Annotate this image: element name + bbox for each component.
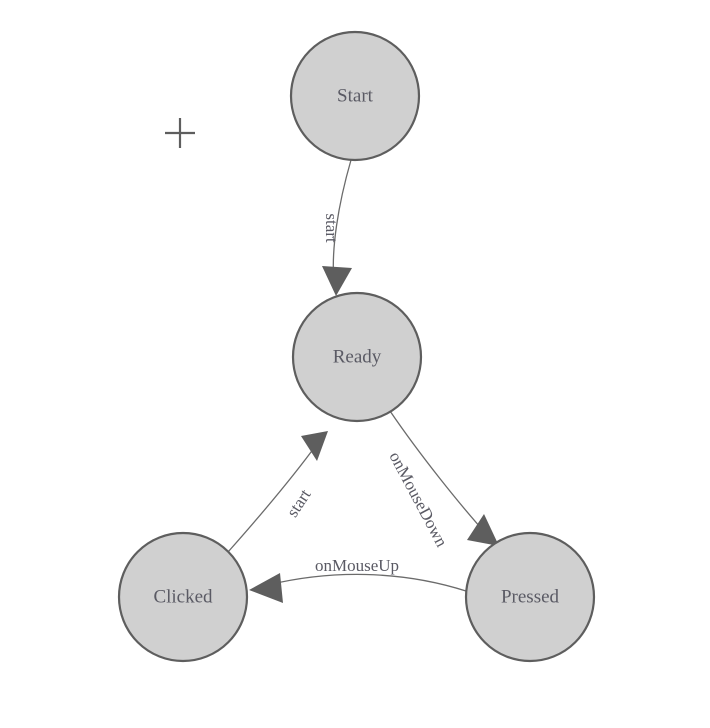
node-start[interactable]: Start [289, 30, 421, 162]
edge-path-pressed-to-clicked [267, 573, 467, 592]
edge-start-to-ready[interactable]: start [322, 159, 352, 296]
node-clicked[interactable]: Clicked [117, 531, 249, 663]
edge-arrowhead-ready-to-pressed [467, 514, 499, 546]
node-circle-pressed [464, 531, 596, 663]
node-label-start: Start [337, 85, 374, 106]
node-ready[interactable]: Ready [291, 291, 423, 423]
node-label-pressed: Pressed [501, 586, 560, 607]
plus-marker-icon[interactable] [165, 118, 195, 148]
edge-label-ready-to-pressed: onMouseDown [385, 449, 451, 551]
edge-arrowhead-clicked-to-ready [301, 431, 328, 461]
node-label-ready: Ready [333, 346, 382, 367]
edge-label-start-to-ready: start [322, 213, 341, 243]
node-circle-ready [291, 291, 423, 423]
edge-label-pressed-to-clicked: onMouseUp [315, 556, 399, 575]
node-label-clicked: Clicked [153, 586, 213, 607]
edge-ready-to-pressed[interactable]: onMouseDown [385, 410, 499, 551]
node-circle-start [289, 30, 421, 162]
edge-arrowhead-start-to-ready [322, 266, 352, 296]
edge-clicked-to-ready[interactable]: start [227, 431, 328, 553]
edge-label-clicked-to-ready: start [283, 485, 315, 520]
node-circle-clicked [117, 531, 249, 663]
edge-path-clicked-to-ready [227, 443, 318, 553]
node-pressed[interactable]: Pressed [464, 531, 596, 663]
edge-pressed-to-clicked[interactable]: onMouseUp [249, 556, 467, 603]
edge-arrowhead-pressed-to-clicked [249, 573, 283, 603]
